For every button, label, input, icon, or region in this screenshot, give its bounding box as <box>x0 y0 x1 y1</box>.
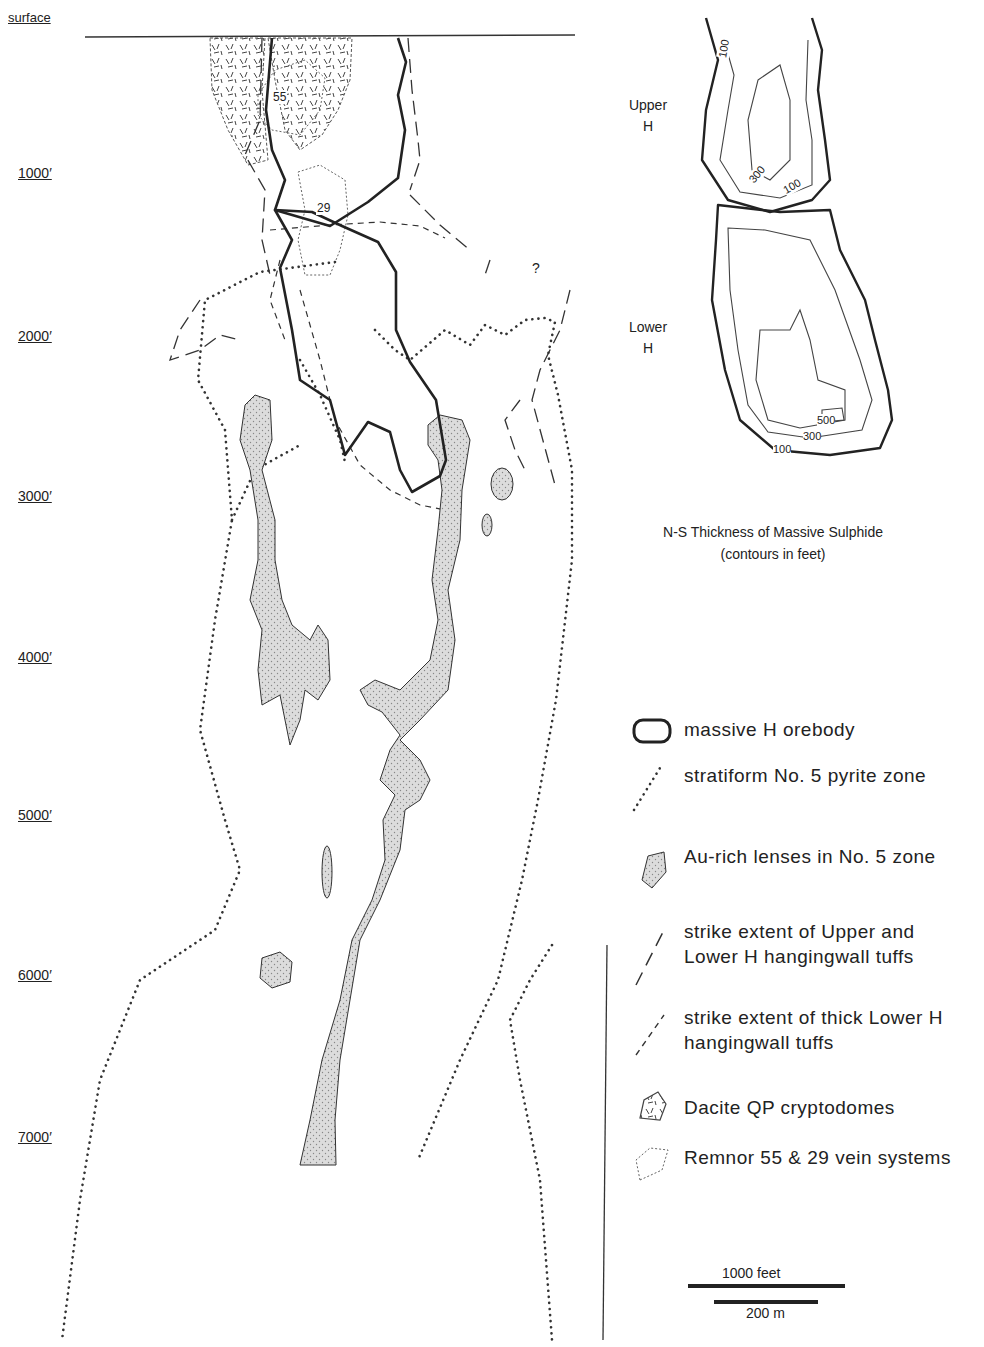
depth-label: 3000′ <box>18 488 78 505</box>
vein-number: 29 <box>316 201 331 215</box>
contour-value: 300 <box>803 430 821 443</box>
depth-label: 1000′ <box>18 165 78 182</box>
query-mark: ? <box>532 260 540 277</box>
depth-label: 5000′ <box>18 807 78 824</box>
depth-label: 6000′ <box>18 967 78 984</box>
contour-value: 300 <box>746 163 768 186</box>
contour-value: 500 <box>817 414 835 427</box>
scale-label: 1000 feet <box>722 1265 780 1282</box>
inset-label: Lower H <box>622 317 674 359</box>
legend-text: stratiform No. 5 pyrite zone <box>684 764 964 789</box>
depth-label: surface <box>8 10 78 26</box>
legend-text: strike extent of Upper and Lower H hangi… <box>684 920 974 969</box>
contour-value: 100 <box>781 176 803 197</box>
legend-text: massive H orebody <box>684 718 974 743</box>
contour-value: 100 <box>716 38 732 58</box>
scale-label: 200 m <box>746 1305 785 1322</box>
depth-label: 7000′ <box>18 1129 78 1146</box>
inset-caption: N-S Thickness of Massive Sulphide (conto… <box>648 522 898 565</box>
legend-text: Au-rich lenses in No. 5 zone <box>684 845 974 870</box>
legend-text: Dacite QP cryptodomes <box>684 1096 974 1121</box>
depth-label: 4000′ <box>18 649 78 666</box>
legend-text: Remnor 55 & 29 vein systems <box>684 1146 964 1171</box>
vein-number: 55 <box>272 90 287 104</box>
legend-text: strike extent of thick Lower H hangingwa… <box>684 1006 980 1055</box>
contour-value: 100 <box>773 443 791 456</box>
depth-label: 2000′ <box>18 328 78 345</box>
inset-label: Upper H <box>622 95 674 137</box>
